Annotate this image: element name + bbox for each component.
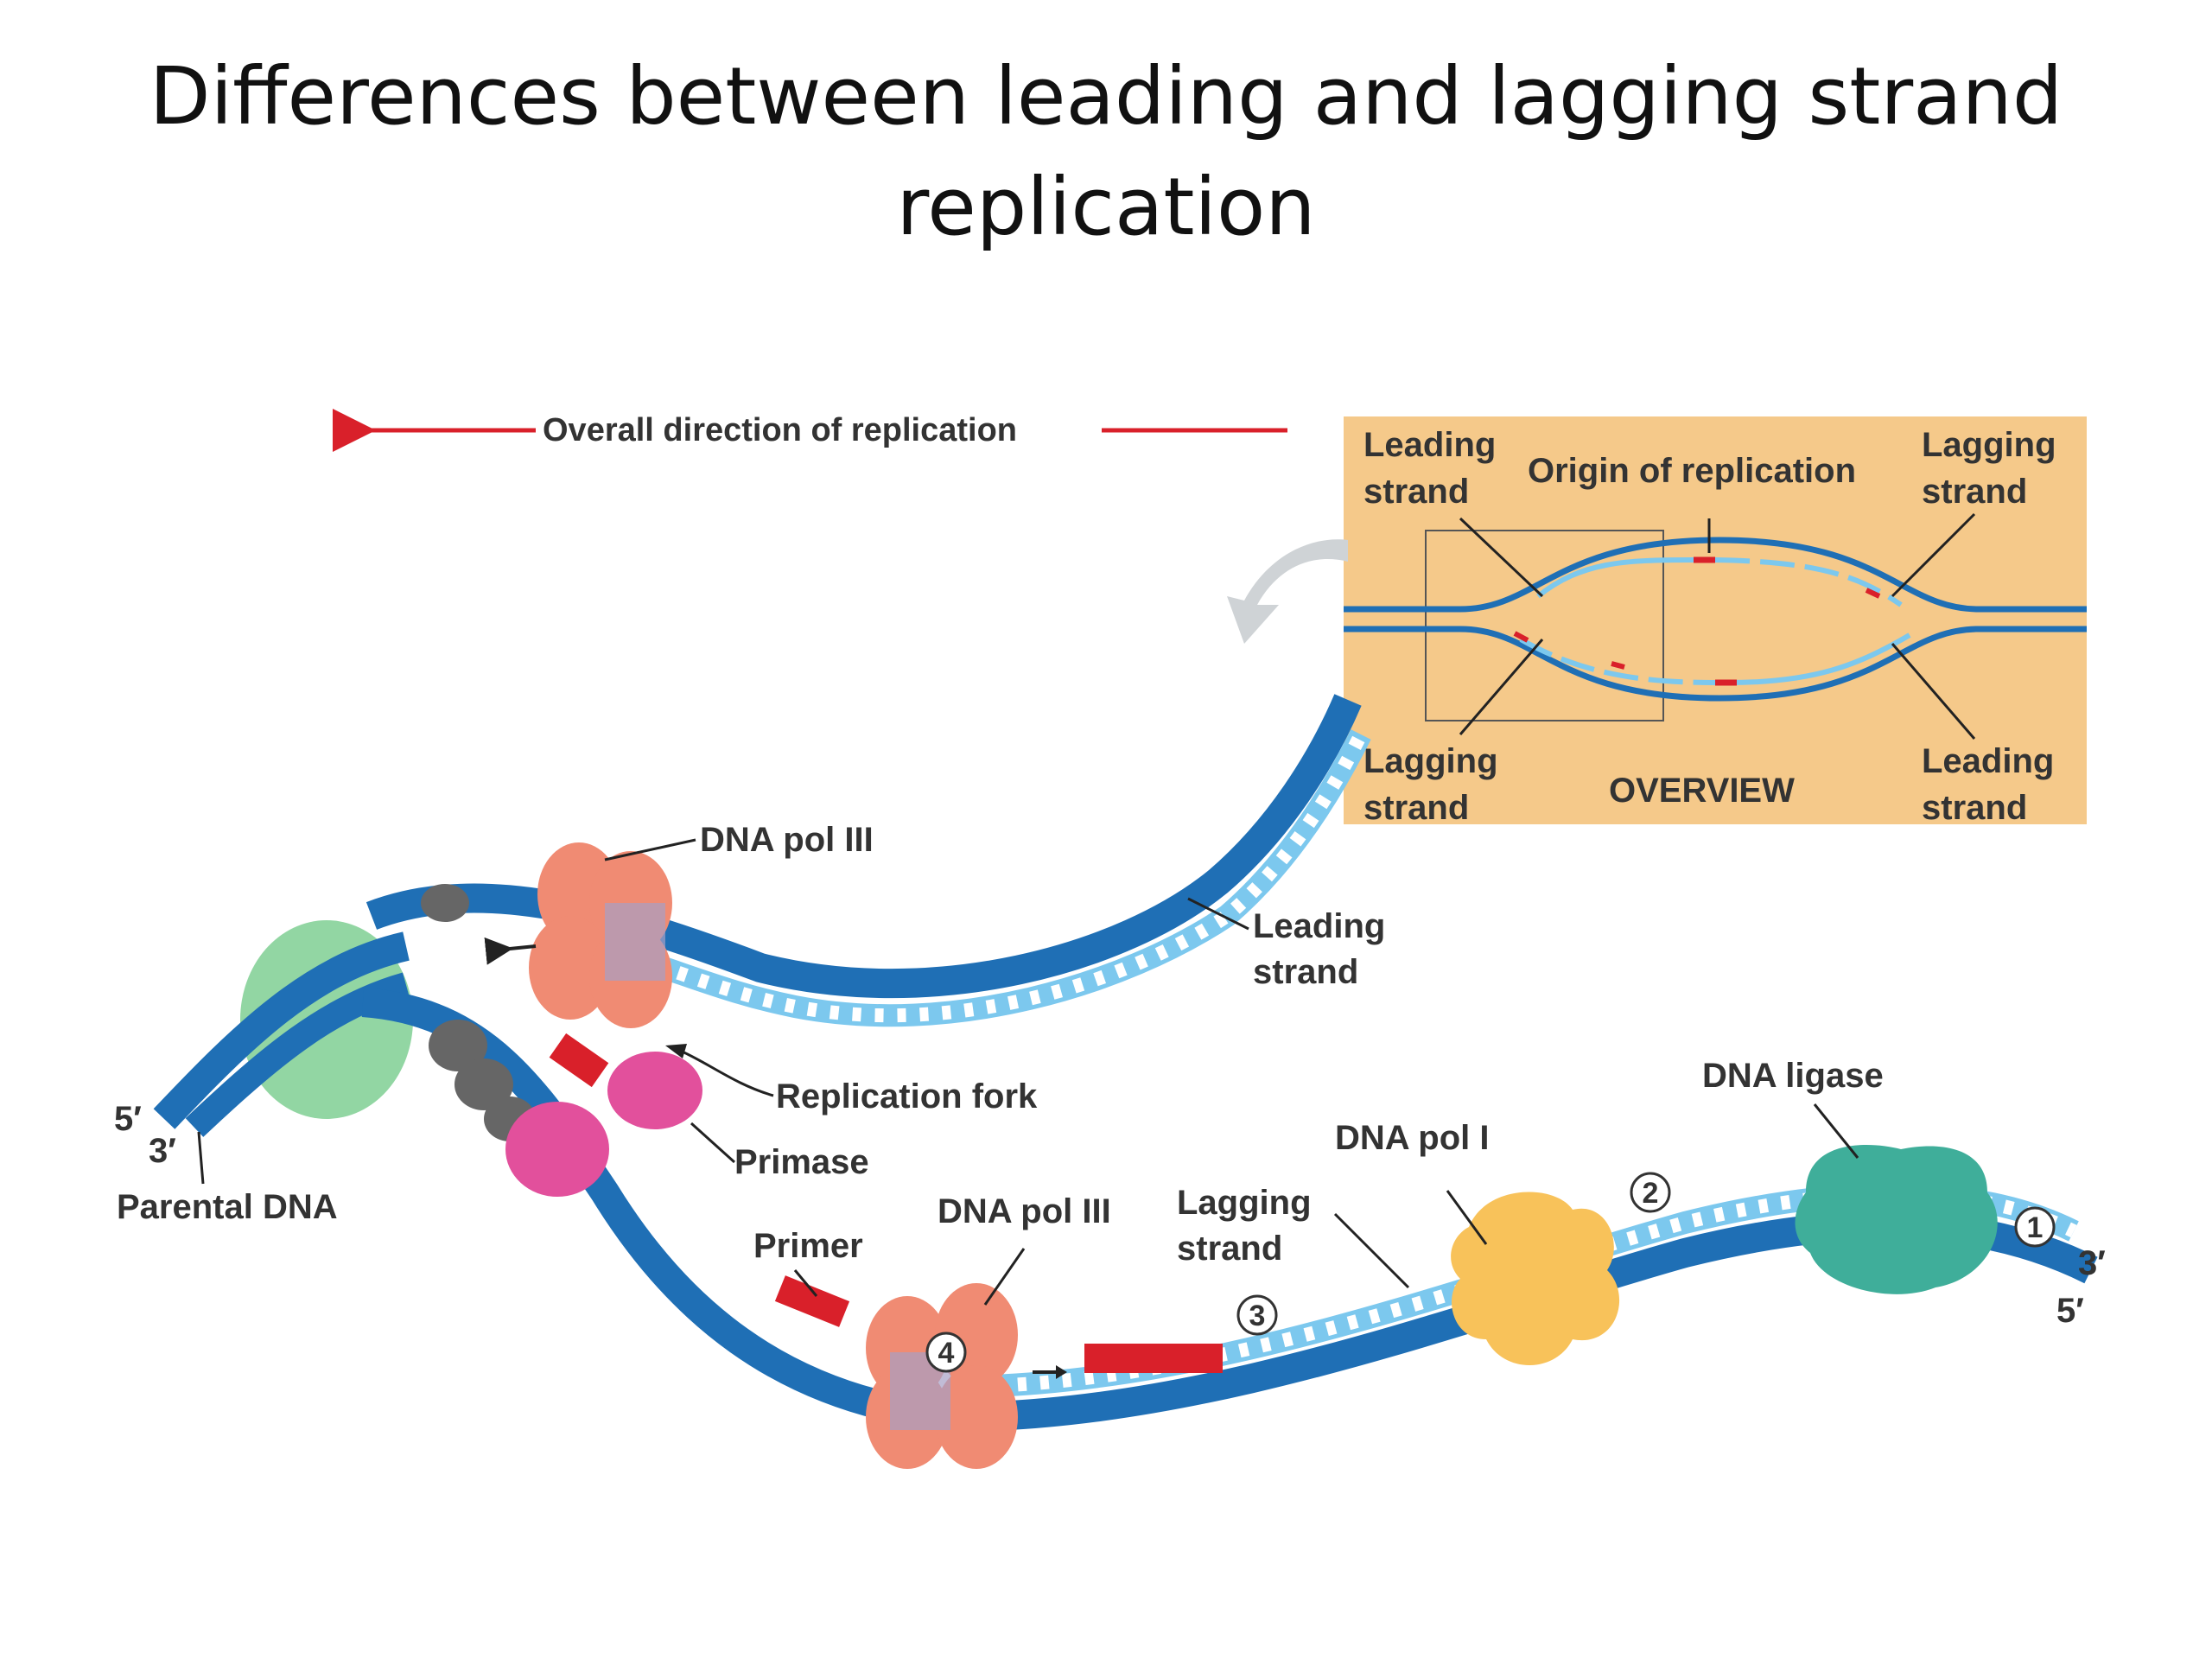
label-lagging-strand-2: strand xyxy=(1177,1230,1282,1268)
overview-leading-bottom-1: Leading xyxy=(1922,742,2054,780)
svg-text:1: 1 xyxy=(2027,1211,2044,1244)
label-three-prime-right: 3′ xyxy=(2078,1244,2106,1282)
dna-ligase-shape xyxy=(1795,1145,1998,1294)
label-dna-pol-iii-top: DNA pol III xyxy=(700,821,874,859)
zoom-arrow-icon xyxy=(1227,539,1348,644)
label-primer: Primer xyxy=(753,1227,863,1265)
svg-text:4: 4 xyxy=(938,1337,955,1370)
title-line-1: Differences between leading and lagging … xyxy=(149,50,2063,143)
step-circle-1: 1 xyxy=(2014,1206,2056,1248)
overview-lagging-bottom-2: strand xyxy=(1363,789,1469,827)
overview-leading-top-2: strand xyxy=(1363,473,1469,511)
primer-segment xyxy=(774,1275,850,1327)
overview-lagging-top-1: Lagging xyxy=(1922,426,2056,464)
parental-dna-strand xyxy=(153,931,410,1129)
overview-origin-label: Origin of replication xyxy=(1528,452,1856,490)
overview-leading-bottom-2: strand xyxy=(1922,789,2027,827)
primer-segment xyxy=(1084,1344,1223,1373)
label-leading-strand-2: strand xyxy=(1253,953,1358,991)
title-line-2: replication xyxy=(896,161,1316,253)
label-dna-ligase: DNA ligase xyxy=(1702,1057,1884,1095)
primase-shape xyxy=(505,1052,702,1197)
label-primase: Primase xyxy=(734,1143,869,1181)
overview-panel: Leading strand Origin of replication Lag… xyxy=(1344,416,2087,827)
step-circle-2: 2 xyxy=(1630,1172,1671,1213)
dna-pol-iii-bottom xyxy=(866,1283,1018,1469)
dna-pol-iii-top xyxy=(529,842,672,1028)
primer-segment xyxy=(549,1033,609,1088)
overview-lagging-top-2: strand xyxy=(1922,473,2027,511)
step-circle-4: 4 xyxy=(925,1332,967,1373)
overview-leading-top-1: Leading xyxy=(1363,426,1496,464)
step-circle-3: 3 xyxy=(1236,1294,1278,1336)
overview-title: OVERVIEW xyxy=(1609,772,1795,810)
label-dna-pol-i: DNA pol I xyxy=(1335,1119,1490,1157)
overview-lagging-bottom-1: Lagging xyxy=(1363,742,1498,780)
slide-title: Differences between leading and lagging … xyxy=(0,41,2212,263)
direction-arrow: Overall direction of replication xyxy=(333,409,1287,452)
direction-label: Overall direction of replication xyxy=(543,412,1017,448)
label-three-prime-left: 3′ xyxy=(149,1132,176,1170)
label-lagging-strand-1: Lagging xyxy=(1177,1184,1312,1222)
label-replication-fork: Replication fork xyxy=(776,1077,1038,1116)
svg-text:2: 2 xyxy=(1643,1177,1659,1210)
dna-pol-i-shape xyxy=(1451,1192,1620,1365)
svg-text:3: 3 xyxy=(1249,1300,1266,1332)
label-parental-dna: Parental DNA xyxy=(117,1188,338,1226)
label-five-prime-right: 5′ xyxy=(2056,1292,2084,1330)
label-five-prime-left: 5′ xyxy=(114,1100,142,1138)
label-leading-strand-1: Leading xyxy=(1253,907,1385,945)
label-dna-pol-iii-bottom: DNA pol III xyxy=(938,1192,1111,1230)
